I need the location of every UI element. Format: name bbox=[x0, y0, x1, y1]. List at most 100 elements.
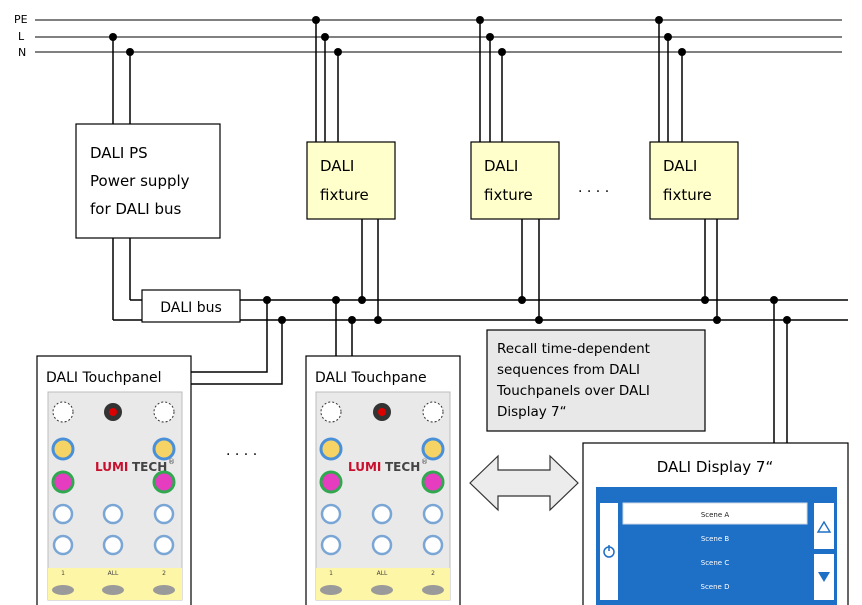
color-wheel-icon[interactable] bbox=[319, 470, 343, 494]
fixture-2-box bbox=[470, 141, 560, 220]
junction-dot bbox=[476, 16, 484, 24]
touchpanel-2-title: DALI Touchpane bbox=[315, 370, 427, 386]
brand-registered-mark: ® bbox=[421, 458, 428, 466]
color-temperature-up-icon[interactable] bbox=[152, 437, 176, 461]
scene-a-label: Scene A bbox=[701, 511, 730, 519]
junction-dot bbox=[358, 296, 366, 304]
timer-2-icon[interactable] bbox=[102, 534, 124, 556]
fixtures-ellipsis: . . . . bbox=[578, 180, 609, 196]
callout-line-4: Display 7“ bbox=[497, 404, 567, 420]
brightness-icon[interactable] bbox=[153, 401, 175, 423]
junction-dot bbox=[486, 33, 494, 41]
group-all-label: ALL bbox=[108, 570, 119, 577]
mains-wires bbox=[35, 19, 842, 53]
junction-dot bbox=[278, 316, 286, 324]
touchpanel-2-face bbox=[315, 391, 451, 601]
fixture-3-box bbox=[649, 141, 739, 220]
junction-dot bbox=[535, 316, 543, 324]
fixture-3-line1: DALI bbox=[663, 157, 697, 175]
timer-2-icon[interactable] bbox=[371, 534, 393, 556]
junction-dot bbox=[332, 296, 340, 304]
junction-dot bbox=[701, 296, 709, 304]
group-all-label: ALL bbox=[377, 570, 388, 577]
junction-dot bbox=[334, 48, 342, 56]
touchpanel-1: DALI Touchpanel LUMI TECH ® 1 ALL 2 bbox=[36, 355, 192, 605]
group-all-icon[interactable] bbox=[371, 585, 393, 595]
brand-lumi: LUMI bbox=[348, 460, 381, 474]
junction-dot bbox=[348, 316, 356, 324]
power-indicator-icon bbox=[378, 408, 386, 416]
brightness-icon[interactable] bbox=[320, 401, 342, 423]
group-1-label: 1 bbox=[329, 570, 333, 577]
group-1-label: 1 bbox=[61, 570, 65, 577]
junction-dot bbox=[783, 316, 791, 324]
group-1-icon[interactable] bbox=[52, 585, 74, 595]
junction-dot bbox=[109, 33, 117, 41]
callout-line-2: sequences from DALI bbox=[497, 362, 640, 378]
timer-1-icon[interactable] bbox=[52, 534, 74, 556]
fixture-2-line2: fixture bbox=[484, 186, 533, 204]
scene-2-icon[interactable] bbox=[371, 503, 393, 525]
triangle-down-icon bbox=[818, 572, 830, 582]
power-supply-line3: for DALI bus bbox=[90, 200, 182, 218]
junction-dot bbox=[374, 316, 382, 324]
group-2-icon[interactable] bbox=[153, 585, 175, 595]
touchpanels-ellipsis: . . . . bbox=[226, 443, 257, 459]
brand-lumi: LUMI bbox=[95, 460, 128, 474]
group-1-icon[interactable] bbox=[320, 585, 342, 595]
junction-dot bbox=[655, 16, 663, 24]
power-supply-box bbox=[75, 123, 221, 239]
scene-3-icon[interactable] bbox=[153, 503, 175, 525]
color-temperature-up-icon[interactable] bbox=[421, 437, 445, 461]
callout-box bbox=[486, 329, 706, 432]
brightness-icon[interactable] bbox=[52, 401, 74, 423]
scene-c-label[interactable]: Scene C bbox=[701, 559, 730, 567]
scene-d-label[interactable]: Scene D bbox=[701, 583, 730, 591]
bidirectional-arrow-icon bbox=[469, 454, 579, 512]
power-indicator-icon bbox=[109, 408, 117, 416]
junction-dot bbox=[498, 48, 506, 56]
fixture-3-wiring bbox=[658, 20, 718, 320]
scene-a-row[interactable] bbox=[622, 502, 808, 525]
scene-3-icon[interactable] bbox=[422, 503, 444, 525]
scene-1-icon[interactable] bbox=[320, 503, 342, 525]
fixture-1-line1: DALI bbox=[320, 157, 354, 175]
junction-dot bbox=[126, 48, 134, 56]
junction-dot bbox=[312, 16, 320, 24]
dali-display: DALI Display 7“ Scene A Scene B Scene C … bbox=[582, 442, 849, 605]
junction-dot bbox=[770, 296, 778, 304]
callout-line-3: Touchpanels over DALI bbox=[496, 383, 650, 399]
touchpanel-1-title: DALI Touchpanel bbox=[46, 370, 162, 386]
brand-tech: TECH bbox=[132, 460, 167, 474]
timer-1-icon[interactable] bbox=[320, 534, 342, 556]
callout-line-1: Recall time-dependent bbox=[497, 341, 650, 357]
color-wheel-icon[interactable] bbox=[152, 470, 176, 494]
timer-3-icon[interactable] bbox=[422, 534, 444, 556]
fixture-1-wiring bbox=[315, 20, 379, 320]
junction-dot bbox=[713, 316, 721, 324]
triangle-up-icon bbox=[816, 520, 832, 533]
scene-1-icon[interactable] bbox=[52, 503, 74, 525]
color-wheel-icon[interactable] bbox=[51, 470, 75, 494]
dali-bus-label-box bbox=[141, 289, 241, 323]
fixture-1-box bbox=[306, 141, 396, 220]
timer-3-icon[interactable] bbox=[153, 534, 175, 556]
fixture-1-line2: fixture bbox=[320, 186, 369, 204]
scene-b-label[interactable]: Scene B bbox=[701, 535, 730, 543]
power-button-panel[interactable] bbox=[600, 503, 618, 600]
group-2-icon[interactable] bbox=[422, 585, 444, 595]
l-label: L bbox=[18, 30, 25, 43]
group-2-label: 2 bbox=[162, 570, 166, 577]
color-wheel-icon[interactable] bbox=[421, 470, 445, 494]
group-all-icon[interactable] bbox=[102, 585, 124, 595]
fixture-2-line1: DALI bbox=[484, 157, 518, 175]
scene-2-icon[interactable] bbox=[102, 503, 124, 525]
color-temperature-down-icon[interactable] bbox=[51, 437, 75, 461]
fixture-2-wiring bbox=[479, 20, 540, 320]
scroll-up-button[interactable] bbox=[814, 503, 834, 549]
junction-dot bbox=[518, 296, 526, 304]
color-temperature-down-icon[interactable] bbox=[319, 437, 343, 461]
touchpanel-2: DALI Touchpane LUMI TECH ® 1 ALL 2 bbox=[305, 355, 461, 605]
brightness-icon[interactable] bbox=[422, 401, 444, 423]
